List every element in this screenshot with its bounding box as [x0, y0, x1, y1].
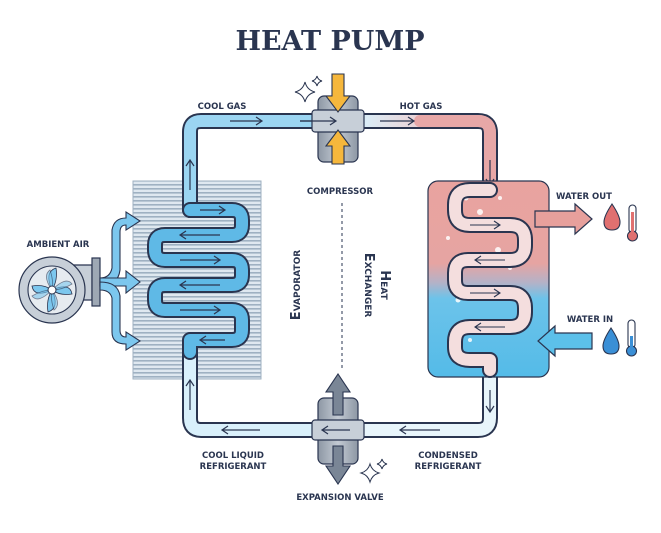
cool-liquid-label-line1: COOL LIQUID	[202, 451, 264, 461]
evaporator-coil	[147, 202, 250, 360]
water-drop-cold-icon	[602, 327, 620, 355]
water-drop-hot-icon	[603, 203, 621, 231]
thermometer-cold-icon	[625, 319, 638, 357]
ambient-air-arrows	[99, 210, 142, 352]
page-title: HEAT PUMP	[235, 26, 424, 57]
evaporator-label: Evaporator	[289, 250, 304, 320]
heat-exchanger-label-line1: Heat	[377, 270, 392, 300]
water-out-label: WATER OUT	[556, 192, 612, 202]
condensed-label-line1: CONDENSED	[418, 451, 478, 461]
fan-icon	[18, 256, 101, 324]
sparkle-icon	[294, 75, 388, 484]
heat-exchanger-label-line2: Exchanger	[361, 253, 376, 318]
thermometer-hot-icon	[626, 204, 639, 242]
cool-liquid-label-line2: REFRIGERANT	[200, 462, 267, 472]
refrigerant-loop	[182, 113, 498, 438]
water-in-label: WATER IN	[567, 315, 613, 325]
ambient-air-label: AMBIENT AIR	[27, 240, 90, 250]
compressor-label: COMPRESSOR	[307, 187, 374, 197]
hot-gas-label: HOT GAS	[400, 102, 443, 112]
water-out-arrow	[534, 202, 593, 236]
cool-gas-label: COOL GAS	[198, 102, 247, 112]
expansion-valve	[311, 373, 365, 485]
compressor	[300, 73, 365, 165]
expansion-valve-label: EXPANSION VALVE	[296, 493, 383, 503]
heat-exchanger-tank	[427, 180, 550, 378]
condensed-label-line2: REFRIGERANT	[415, 462, 482, 472]
water-in-arrow	[537, 324, 593, 358]
